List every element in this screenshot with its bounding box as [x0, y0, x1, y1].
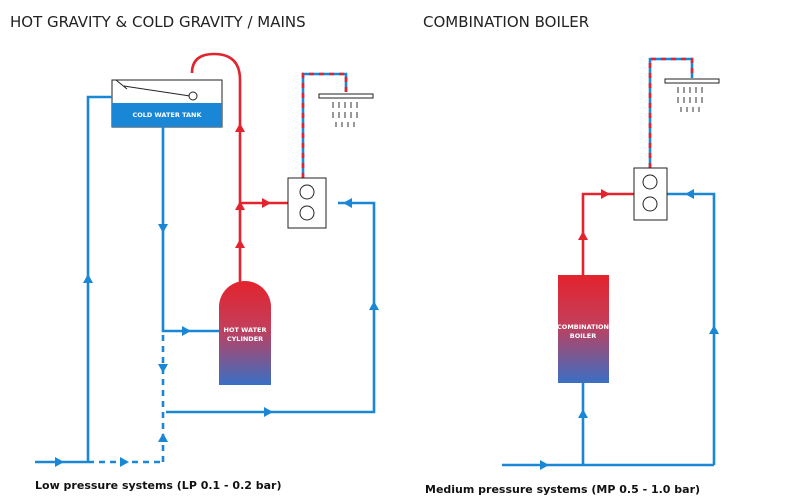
shower-riser-pipe	[301, 72, 348, 178]
right-caption: Medium pressure systems (MP 0.5 - 1.0 ba…	[425, 483, 700, 496]
vent-pipe	[190, 52, 242, 282]
mixer-valve-icon	[287, 177, 327, 229]
shower-riser-stripe-right	[648, 57, 694, 168]
cold-feed-down-pipe	[161, 127, 219, 333]
shower-head-icon	[664, 78, 720, 112]
mixer-valve-icon	[633, 167, 668, 221]
cylinder-label-2: CYLINDER	[227, 335, 263, 343]
flow-arrow-icon	[55, 123, 379, 467]
left-caption: Low pressure systems (LP 0.1 - 0.2 bar)	[35, 479, 282, 492]
left-diagram: COLD WATER TANK HOT WATER CYLINDER	[35, 52, 379, 492]
flow-arrow-icon	[540, 189, 719, 470]
boiler-hot-out-pipe	[581, 192, 634, 275]
boiler-label-2: BOILER	[570, 332, 597, 340]
cylinder-label-1: HOT WATER	[224, 326, 267, 334]
right-diagram: COMBINATION BOILER	[425, 57, 720, 496]
left-title: HOT GRAVITY & COLD GRAVITY / MAINS	[10, 13, 306, 31]
combination-boiler: COMBINATION BOILER	[557, 275, 609, 383]
shower-head-icon	[318, 93, 374, 127]
cold-tank-return-pipe	[86, 95, 112, 462]
shower-riser-stripe	[301, 72, 348, 178]
boiler-label-1: COMBINATION	[557, 323, 609, 331]
shower-riser-pipe-right	[648, 57, 694, 168]
tank-label: COLD WATER TANK	[132, 111, 202, 119]
cold-return-pipe	[667, 192, 716, 465]
hot-water-cylinder: HOT WATER CYLINDER	[219, 281, 271, 385]
cold-water-tank: COLD WATER TANK	[111, 79, 223, 128]
right-title: COMBINATION BOILER	[423, 13, 589, 31]
